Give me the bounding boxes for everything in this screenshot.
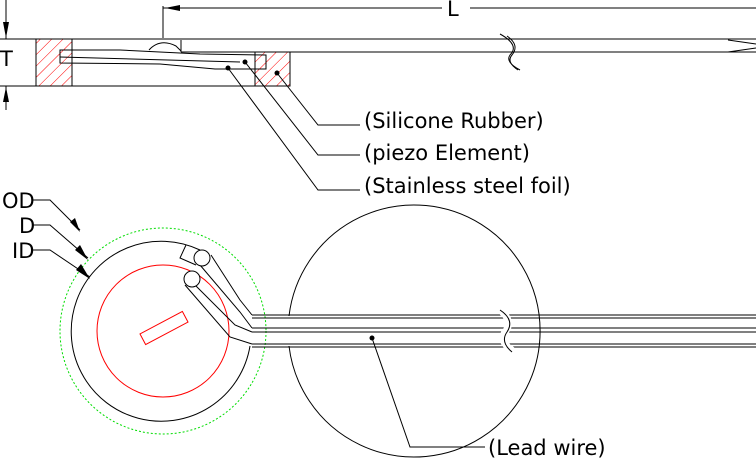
lead-wire-label: (Lead wire) (488, 436, 606, 460)
lead-wire-leader (371, 337, 485, 448)
thickness-dimension: T (0, 0, 36, 110)
id-label: ID (12, 239, 34, 263)
length-label: L (447, 0, 459, 21)
plan-view (59, 204, 756, 458)
piezo-element-label: (piezo Element) (364, 141, 530, 165)
callout-leaders (225, 59, 360, 191)
stainless-foil-label: (Stainless steel foil) (364, 174, 571, 198)
silicone-rubber-label: (Silicone Rubber) (364, 109, 544, 133)
length-dimension: L (162, 0, 756, 38)
thickness-label: T (0, 47, 13, 71)
d-label: D (19, 214, 35, 238)
cross-section (35, 33, 756, 87)
od-label: OD (2, 189, 35, 213)
diameter-callouts (33, 199, 91, 279)
